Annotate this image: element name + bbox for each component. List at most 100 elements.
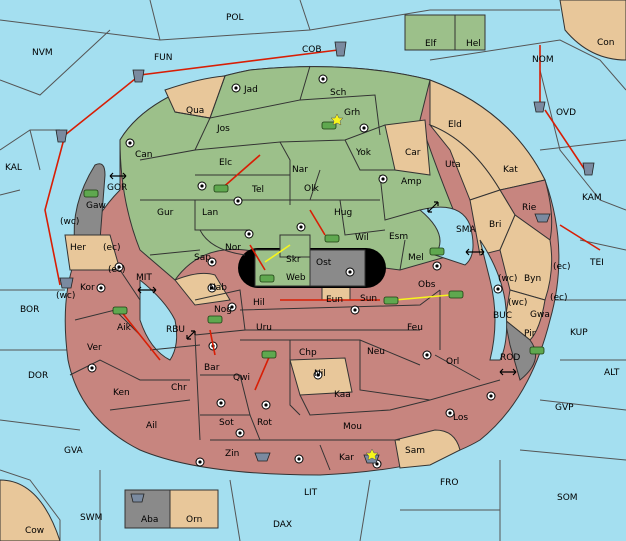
label-mel: Mel	[408, 253, 424, 263]
fleet-icon[interactable]	[59, 277, 74, 289]
red-borders	[69, 269, 501, 471]
fleet-icon[interactable]	[55, 129, 68, 143]
label-elc: Elc	[219, 158, 232, 168]
army-icon[interactable]	[261, 350, 277, 359]
army-icon[interactable]	[529, 346, 545, 355]
label-skr: Skr	[286, 255, 301, 265]
army-icon[interactable]	[259, 274, 275, 283]
coast-tag: (wc)	[498, 274, 517, 284]
label-tei: TEI	[589, 258, 604, 268]
coast-tag: (ec)	[550, 293, 568, 303]
label-esm: Esm	[389, 232, 408, 242]
fleet-icon[interactable]	[334, 41, 347, 57]
fleet-icon[interactable]	[534, 213, 551, 223]
label-bor: BOR	[20, 305, 39, 315]
label-web: Web	[286, 273, 306, 283]
army-units	[83, 121, 545, 359]
label-qwi: Qwi	[233, 373, 250, 383]
label-wil: Wil	[355, 233, 369, 243]
label-nvm: NVM	[32, 48, 53, 58]
label-con: Con	[597, 38, 615, 48]
label-nar: Nar	[292, 165, 308, 175]
label-cow: Cow	[25, 526, 44, 536]
fleet-units	[55, 41, 595, 503]
label-her: Her	[70, 243, 86, 253]
island-elf-hel	[404, 14, 486, 51]
label-mou: Mou	[343, 422, 362, 432]
label-nab: Nab	[209, 283, 227, 293]
label-eun: Eun	[326, 295, 343, 305]
label-nil: Nil	[314, 369, 326, 379]
region-orn[interactable]	[169, 489, 219, 529]
fleet-icon[interactable]	[254, 452, 271, 462]
label-sam: Sam	[405, 446, 425, 456]
army-icon[interactable]	[213, 184, 229, 193]
army-icon[interactable]	[324, 234, 340, 243]
fleet-icon[interactable]	[582, 162, 595, 176]
region-car[interactable]	[384, 119, 431, 176]
coast-tag: (wc)	[56, 291, 75, 301]
label-gwa: Gwa	[530, 310, 550, 320]
label-nog: Nog	[214, 305, 232, 315]
label-som: SOM	[557, 493, 578, 503]
label-feu: Feu	[407, 323, 423, 333]
army-icon[interactable]	[383, 296, 399, 305]
label-dax: DAX	[273, 520, 292, 530]
label-hel: Hel	[466, 39, 481, 49]
label-tel: Tel	[251, 185, 264, 195]
label-ovd: OVD	[556, 108, 576, 118]
label-gur: Gur	[157, 208, 174, 218]
region-pir[interactable]	[504, 318, 537, 381]
army-icon[interactable]	[321, 121, 337, 130]
fleet-icon[interactable]	[130, 493, 145, 503]
region-skr[interactable]	[279, 234, 311, 258]
label-uru: Uru	[256, 323, 272, 333]
label-uta: Uta	[445, 160, 461, 170]
label-can: Can	[135, 150, 153, 160]
label-fro: FRO	[440, 478, 459, 488]
army-icon[interactable]	[207, 315, 223, 324]
label-los: Los	[453, 413, 468, 423]
label-orn: Orn	[186, 515, 202, 525]
label-sma: SMA	[456, 225, 476, 235]
region-sam[interactable]	[394, 429, 461, 469]
label-mit: MIT	[136, 273, 152, 283]
fleet-icon[interactable]	[533, 101, 546, 113]
label-jad: Jad	[243, 85, 258, 95]
label-olk: Olk	[304, 184, 320, 194]
label-sap: Sap	[194, 253, 211, 263]
label-lan: Lan	[202, 208, 218, 218]
label-alt: ALT	[604, 368, 620, 378]
army-icon[interactable]	[83, 189, 99, 198]
label-gaw: Gaw	[86, 201, 106, 211]
label-kar: Kar	[339, 453, 354, 463]
label-sch: Sch	[330, 88, 346, 98]
region-nab[interactable]	[174, 272, 231, 306]
label-ail: Ail	[146, 421, 157, 431]
label-obs: Obs	[418, 280, 436, 290]
star-icon	[365, 448, 379, 461]
label-fun: FUN	[154, 53, 173, 63]
label-dor: DOR	[28, 371, 48, 381]
label-amp: Amp	[401, 177, 422, 187]
label-kam: KAM	[582, 193, 602, 203]
label-rie: Rie	[522, 203, 537, 213]
green-borders	[139, 65, 421, 271]
label-qua: Qua	[186, 106, 204, 116]
fleet-icon[interactable]	[132, 69, 145, 83]
coast-tag: (ec)	[553, 262, 571, 272]
coast-tag: (ec)	[103, 243, 121, 253]
army-icon[interactable]	[429, 247, 445, 256]
label-rot: Rot	[257, 418, 272, 428]
label-kal: KAL	[5, 163, 22, 173]
label-orl: Orl	[446, 357, 459, 367]
label-ost: Ost	[316, 258, 332, 268]
map-labels: POL NVM FUN COB Con NOM OVD KAL GOR KAM …	[5, 13, 620, 536]
army-icon[interactable]	[112, 306, 128, 315]
label-gor: GOR	[107, 183, 127, 193]
region-ost[interactable]	[309, 249, 366, 287]
label-sot: Sot	[219, 418, 234, 428]
army-icon[interactable]	[448, 290, 464, 299]
